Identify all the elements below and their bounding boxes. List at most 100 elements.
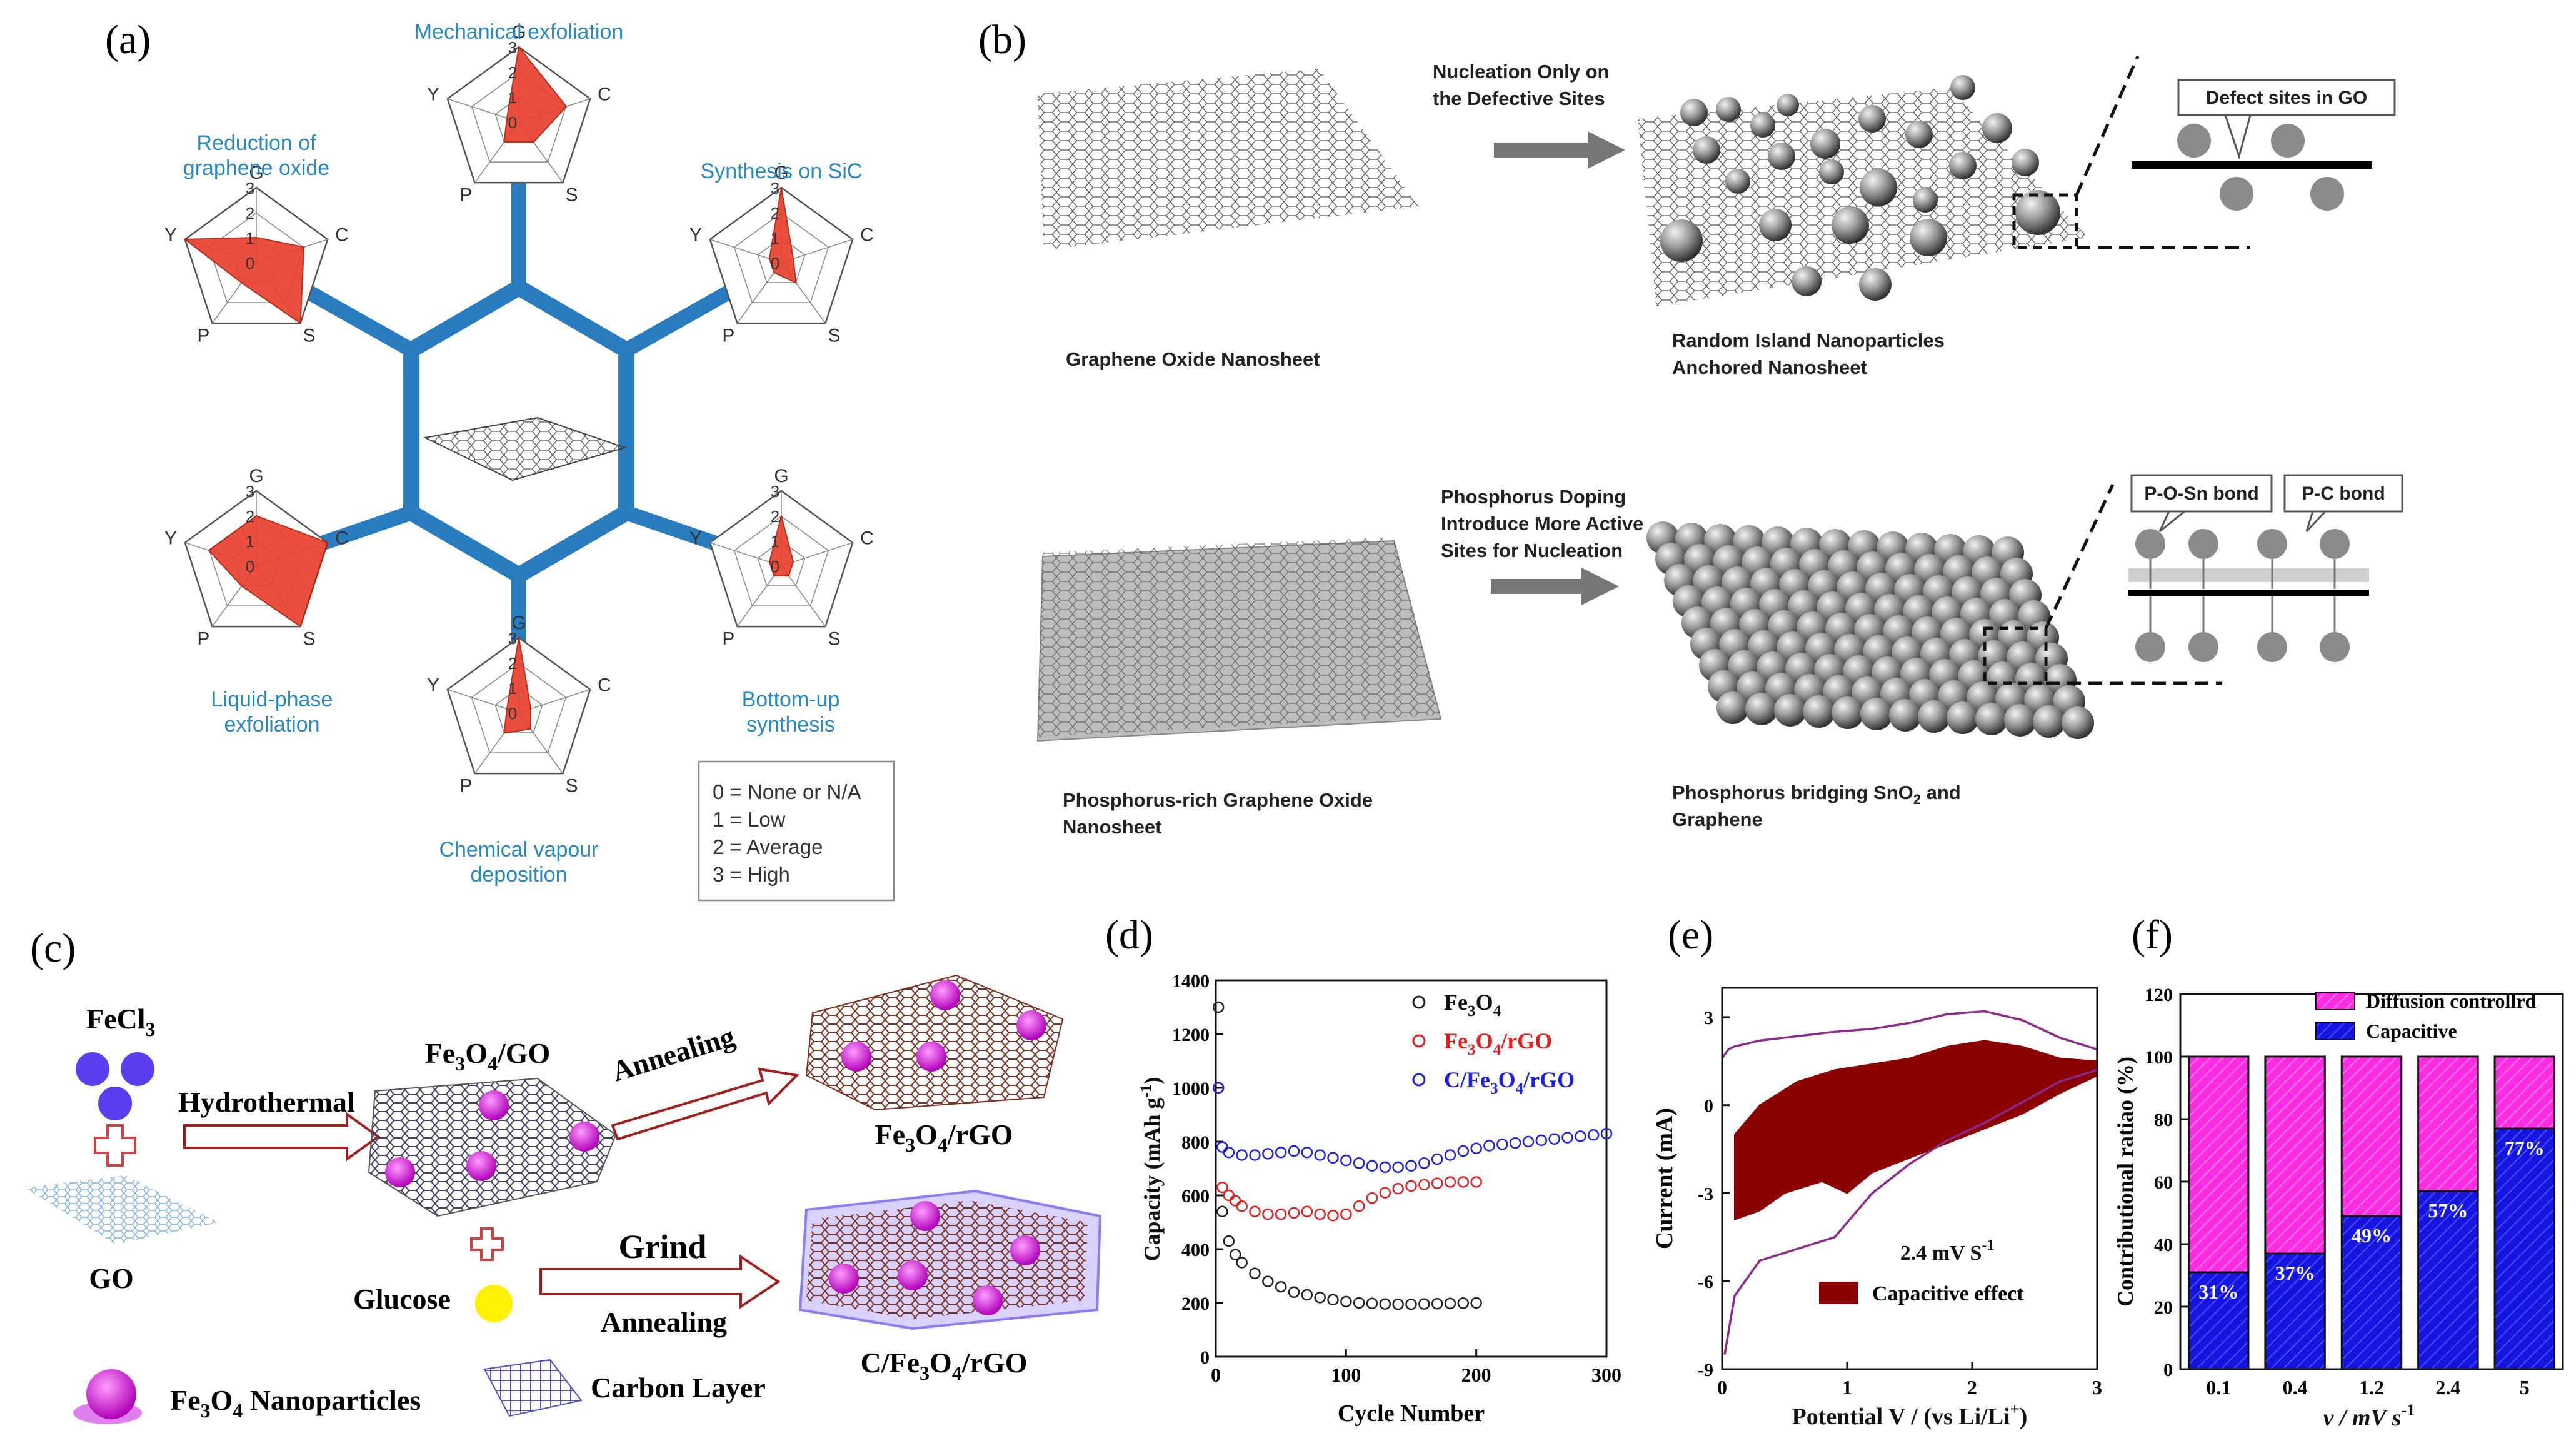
arrow2-text-2: Introduce More Active [1441, 513, 1643, 535]
bar-diffusion-4 [2493, 1055, 2556, 1130]
np-crgo-0 [910, 1201, 940, 1231]
hydrothermal-arrow [183, 1112, 381, 1162]
point-d-1-5 [1249, 1205, 1261, 1218]
point-d-1-15 [1379, 1187, 1391, 1199]
dense-np-108 [1832, 696, 1864, 729]
radar-axis-label-3-3: P [459, 775, 472, 796]
island-np-13 [1725, 169, 1750, 194]
np-go-3 [466, 1151, 496, 1181]
island-np-18 [1910, 219, 1947, 256]
point-d-2-14 [1379, 1161, 1391, 1174]
point-d-2-24 [1509, 1137, 1521, 1149]
scale-legend-2: 2 = Average [713, 835, 823, 858]
y-tick-label-f-1: 20 [2154, 1297, 2173, 1318]
point-d-2-0 [1212, 1082, 1225, 1094]
radar-tick-4-0: 0 [246, 557, 254, 576]
point-d-1-16 [1392, 1183, 1404, 1195]
result2-caption-2: Graphene [1672, 808, 1763, 830]
y-axis-label-d-part-0: Capacity (mAh g [1140, 1098, 1165, 1262]
point-d-2-27 [1548, 1133, 1560, 1145]
plot-frame-d [1215, 979, 1608, 1358]
point-d-2-11 [1340, 1154, 1352, 1167]
x-tick-label-f-0: 0.1 [2206, 1376, 2231, 1399]
scale-legend-1: 1 = Low [713, 808, 786, 831]
nucleation-arrow [1494, 131, 1625, 169]
y-tick-label-e-2: -3 [1698, 1184, 1713, 1204]
point-d-0-6 [1262, 1275, 1274, 1287]
legend-label-d-0-part-0: Fe [1444, 990, 1468, 1015]
bar-diffusion-2 [2340, 1055, 2403, 1217]
island-np-21 [1792, 266, 1822, 296]
radar-axis-label-4-4: Y [164, 528, 177, 549]
zoom-line-4 [2044, 483, 2115, 630]
fecl3-label: FeCl3 [86, 1003, 156, 1040]
radar-axis-label-5-0: G [249, 163, 263, 183]
np-rgo-2 [841, 1042, 871, 1072]
island-np-1 [1716, 97, 1741, 122]
point-d-0-16 [1392, 1298, 1404, 1310]
radar-charts: GCSPY0123GCSPY0123GCSPY0123GCSPY0123GCSP… [164, 22, 874, 796]
radar-axis-label-1-3: P [722, 325, 734, 346]
point-d-0-13 [1353, 1297, 1365, 1309]
capacitive-area [1734, 1040, 2098, 1221]
panel-label-d: (d) [1105, 912, 1153, 958]
sheet1-caption: Graphene Oxide Nanosheet [1066, 348, 1320, 370]
radar-axis-label-2-2: S [828, 628, 841, 649]
panel-b-nucleation-scheme: Graphene Oxide Nanosheet Nucleation Only… [1036, 55, 2403, 838]
y-tick-label-d-2: 400 [1181, 1240, 1210, 1260]
x-tick-label-f-4: 5 [2520, 1376, 2530, 1399]
np-go-2 [385, 1157, 415, 1187]
radar-tick-5-3: 3 [246, 179, 254, 198]
np-go-0 [479, 1090, 509, 1120]
radar-tick-0-1: 1 [508, 88, 517, 107]
point-d-0-18 [1418, 1298, 1430, 1310]
method-label-4-1: exfoliation [224, 713, 319, 737]
y-tick-label-d-7: 1400 [1172, 971, 1210, 992]
bar-capacitive-2 [2340, 1215, 2403, 1370]
radar-tick-1-1: 1 [771, 229, 779, 248]
dense-np-111 [1918, 700, 1950, 733]
random-island-nanoparticles [1660, 75, 2060, 301]
x-tick-label-f-3: 2.4 [2435, 1376, 2460, 1399]
point-d-2-9 [1314, 1149, 1326, 1161]
radar-ring-1-0 [757, 237, 806, 283]
point-d-2-2 [1223, 1146, 1235, 1159]
radar-tick-5-2: 2 [246, 204, 254, 223]
island-np-16 [1759, 209, 1792, 241]
point-d-2-18 [1431, 1153, 1443, 1165]
radar-axis-label-4-1: C [335, 528, 349, 549]
point-d-0-17 [1405, 1298, 1417, 1310]
bond-zoom-box [1983, 626, 2048, 685]
graphene-sheet-icon [423, 416, 628, 481]
island-np-10 [1860, 169, 1897, 206]
point-d-0-19 [1431, 1298, 1443, 1310]
point-d-2-31 [1600, 1127, 1613, 1140]
dense-np-110 [1889, 699, 1922, 732]
point-d-0-12 [1340, 1295, 1352, 1308]
method-label-5-1: graphene oxide [183, 156, 329, 180]
island-np-8 [1982, 113, 2012, 143]
dense-np-114 [2004, 704, 2037, 737]
scale-legend-box [698, 760, 895, 902]
legend-label-d-2: C/Fe3O4/rGO [1444, 1067, 1575, 1097]
radar-axis-label-5-4: Y [164, 225, 177, 246]
point-d-2-21 [1470, 1142, 1482, 1154]
radar-axis-label-3-0: G [511, 613, 526, 633]
bar-label-4: 77% [2505, 1137, 2545, 1159]
island-np-12 [1768, 143, 1795, 170]
radar-tick-4-1: 1 [246, 532, 254, 551]
scale-legend-0: 0 = None or N/A [713, 780, 861, 803]
radar-axis-label-2-4: Y [689, 528, 702, 549]
x-axis-label-f-part-0: v / mV s [2323, 1405, 2401, 1431]
radar-axis-label-0-1: C [598, 84, 611, 105]
bar-capacitive-3 [2417, 1190, 2479, 1370]
radar-tick-0-2: 2 [508, 63, 517, 82]
legend-label-d-1-part-1: 3 [1468, 1042, 1476, 1058]
radar-tick-3-0: 0 [508, 704, 517, 723]
point-d-1-11 [1327, 1210, 1339, 1222]
point-d-0-4 [1236, 1257, 1248, 1269]
x-axis-label-f-part-1: -1 [2401, 1400, 2415, 1419]
island-np-19 [1859, 268, 1892, 301]
